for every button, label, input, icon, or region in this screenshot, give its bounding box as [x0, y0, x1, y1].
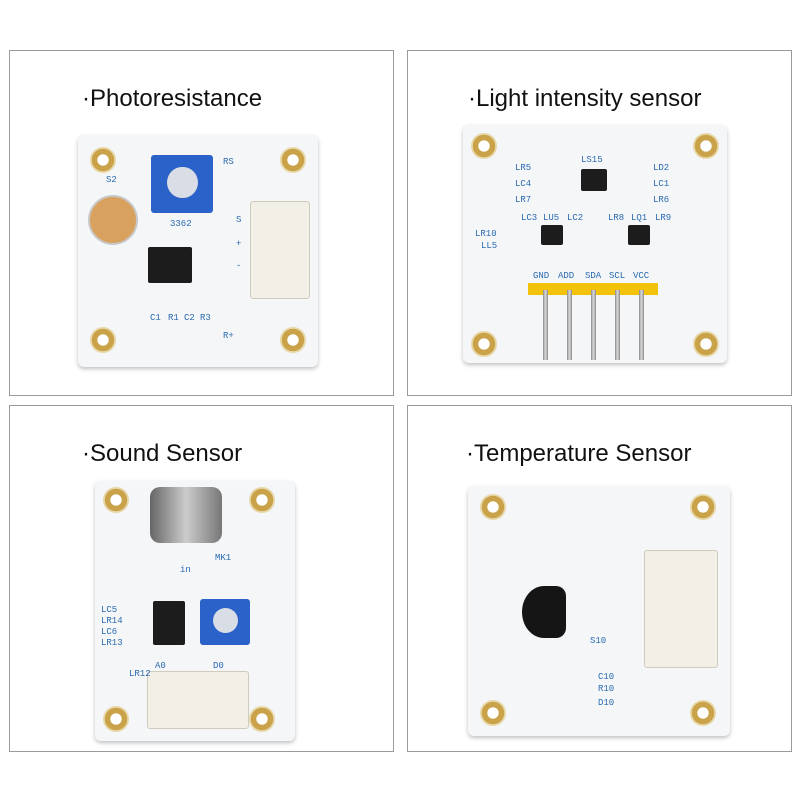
- panel-title: ·Temperature Sensor: [466, 440, 692, 467]
- light-intensity-panel: ·Light intensity sensor LR5 LC4 LR7 LS15…: [407, 50, 792, 396]
- panel-title: ·Sound Sensor: [82, 440, 243, 467]
- photoresistance-panel: ·Photoresistance S2 3362 S + - C1 R1 C2 …: [9, 50, 394, 396]
- panel-title: ·Photoresistance: [82, 85, 263, 112]
- light-sensor-module-image: LR5 LC4 LR7 LS15 LD2 LC1 LR6 LC3 LU5 LC2…: [463, 125, 727, 363]
- panel-title: ·Light intensity sensor: [468, 85, 702, 112]
- sound-sensor-panel: ·Sound Sensor MK1 in LC5 LR14 LC6 LR13 L…: [9, 405, 394, 752]
- temperature-sensor-module-image: S10 C10 R10 D10: [468, 486, 730, 736]
- photoresistor-module-image: S2 3362 S + - C1 R1 C2 R3 RS R+: [78, 135, 318, 367]
- sound-sensor-module-image: MK1 in LC5 LR14 LC6 LR13 LR12 A0 D0: [95, 481, 295, 741]
- temperature-sensor-panel: ·Temperature Sensor S10 C10 R10 D10: [407, 405, 792, 752]
